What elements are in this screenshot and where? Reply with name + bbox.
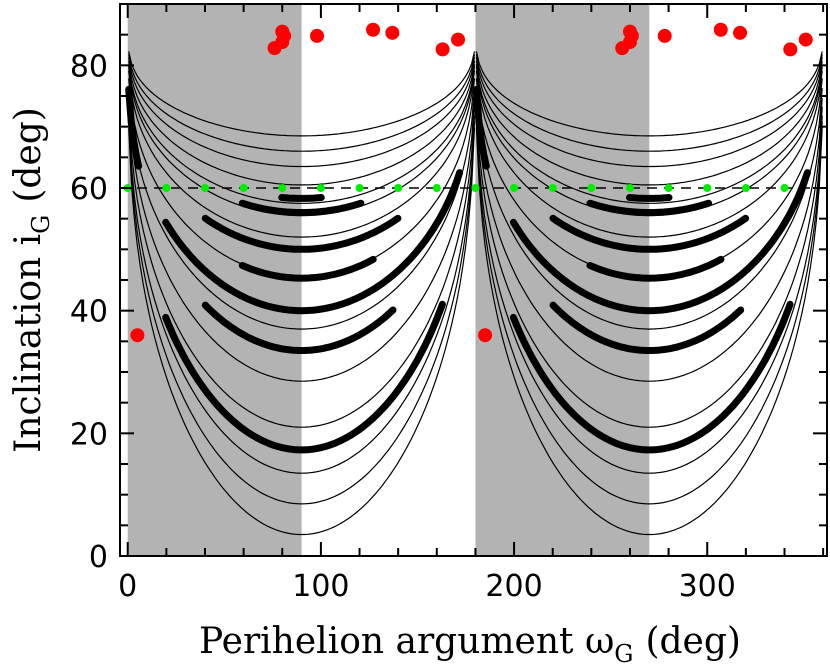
end-point-1 xyxy=(130,328,145,343)
thin-contour-1 xyxy=(128,127,476,536)
end-point-15 xyxy=(733,25,748,40)
start-point-14 xyxy=(625,184,634,192)
thin-contour-11 xyxy=(475,60,823,186)
x-tick-label: 100 xyxy=(292,569,349,604)
thin-contour-10 xyxy=(128,64,476,204)
end-point-10 xyxy=(275,24,290,39)
x-axis-title-main: Perihelion argument ω xyxy=(199,621,614,662)
thin-contour-14 xyxy=(475,51,823,137)
thin-contour-13 xyxy=(475,54,823,152)
thick-track-7 xyxy=(549,214,750,253)
start-point-10 xyxy=(471,184,480,192)
end-point-6 xyxy=(310,28,325,43)
x-tick-label: 200 xyxy=(485,569,542,604)
start-point-12 xyxy=(548,184,557,192)
thin-contour-2 xyxy=(475,121,823,505)
thin-contour-6 xyxy=(128,88,476,330)
start-point-3 xyxy=(200,184,209,192)
start-point-11 xyxy=(510,184,519,192)
y-tick-label: 20 xyxy=(70,417,108,452)
thick-track-8 xyxy=(509,169,811,315)
start-point-2 xyxy=(162,184,171,192)
thin-contour-11 xyxy=(128,60,476,186)
x-axis-ticks: 0 100 200 300 xyxy=(118,4,825,604)
y-axis-title-main: Inclination i xyxy=(8,234,49,453)
end-point-4 xyxy=(366,22,381,37)
thick-track-6 xyxy=(586,199,713,216)
thick-track-3 xyxy=(586,255,725,282)
thick-track-2 xyxy=(549,301,745,354)
start-points xyxy=(123,184,789,192)
thick-track-1 xyxy=(509,300,794,454)
thin-contour-1 xyxy=(475,127,823,536)
thick-tracks xyxy=(125,85,811,454)
x-axis-title-sub: G xyxy=(614,640,633,668)
start-point-17 xyxy=(741,184,750,192)
y-tick-label: 80 xyxy=(70,49,108,84)
thick-track-1 xyxy=(162,300,446,454)
y-tick-label: 60 xyxy=(70,172,108,207)
end-point-2 xyxy=(435,42,450,57)
end-point-3 xyxy=(451,32,466,47)
start-point-9 xyxy=(432,184,441,192)
start-point-8 xyxy=(394,184,403,192)
thick-track-7 xyxy=(201,214,402,253)
thin-contour-10 xyxy=(475,64,823,204)
y-axis-ticks: 0 20 40 60 80 xyxy=(70,3,827,575)
end-point-14 xyxy=(713,22,728,37)
start-point-7 xyxy=(355,184,364,192)
thin-contours xyxy=(128,51,823,536)
start-point-13 xyxy=(587,184,596,192)
thick-track-8 xyxy=(162,169,464,315)
thin-contour-5 xyxy=(475,98,823,382)
y-axis-title-sub: G xyxy=(27,215,55,234)
thin-contour-8 xyxy=(475,70,823,238)
thin-contour-12 xyxy=(475,57,823,168)
start-point-6 xyxy=(316,184,325,192)
end-point-11 xyxy=(478,328,493,343)
thick-track-3 xyxy=(238,255,377,282)
end-points xyxy=(130,22,813,343)
thin-contour-5 xyxy=(128,98,476,382)
start-point-15 xyxy=(664,184,673,192)
thin-contour-12 xyxy=(128,57,476,168)
thick-track-9 xyxy=(472,85,490,170)
thin-contour-14 xyxy=(128,51,476,137)
start-point-5 xyxy=(278,184,287,192)
end-point-20 xyxy=(622,24,637,39)
y-axis-title: Inclination iG (deg) xyxy=(8,107,55,453)
thin-contour-3 xyxy=(475,115,823,474)
thin-contour-13 xyxy=(128,54,476,152)
start-point-18 xyxy=(780,184,789,192)
end-point-16 xyxy=(657,28,672,43)
x-tick-label: 0 xyxy=(118,569,137,604)
thick-track-5 xyxy=(278,194,325,202)
thick-track-2 xyxy=(201,301,397,354)
start-point-4 xyxy=(239,184,248,192)
end-point-13 xyxy=(798,32,813,47)
y-axis-title-unit: (deg) xyxy=(8,107,49,202)
thick-track-5 xyxy=(626,194,673,202)
x-axis-title: Perihelion argument ωG (deg) xyxy=(199,621,741,668)
x-axis-title-unit: (deg) xyxy=(645,621,740,662)
y-tick-label: 40 xyxy=(70,295,108,330)
x-tick-label: 300 xyxy=(679,569,736,604)
thin-contour-4 xyxy=(475,106,823,428)
thin-contour-4 xyxy=(128,106,476,428)
thin-contour-8 xyxy=(128,70,476,238)
start-point-16 xyxy=(703,184,712,192)
thick-track-6 xyxy=(238,199,365,216)
end-point-12 xyxy=(783,42,798,57)
thin-contour-2 xyxy=(128,121,476,505)
end-point-5 xyxy=(385,25,400,40)
thick-track-9 xyxy=(125,85,143,170)
y-tick-label: 0 xyxy=(89,540,108,575)
thin-contour-6 xyxy=(475,88,823,330)
thin-contour-3 xyxy=(128,115,476,474)
